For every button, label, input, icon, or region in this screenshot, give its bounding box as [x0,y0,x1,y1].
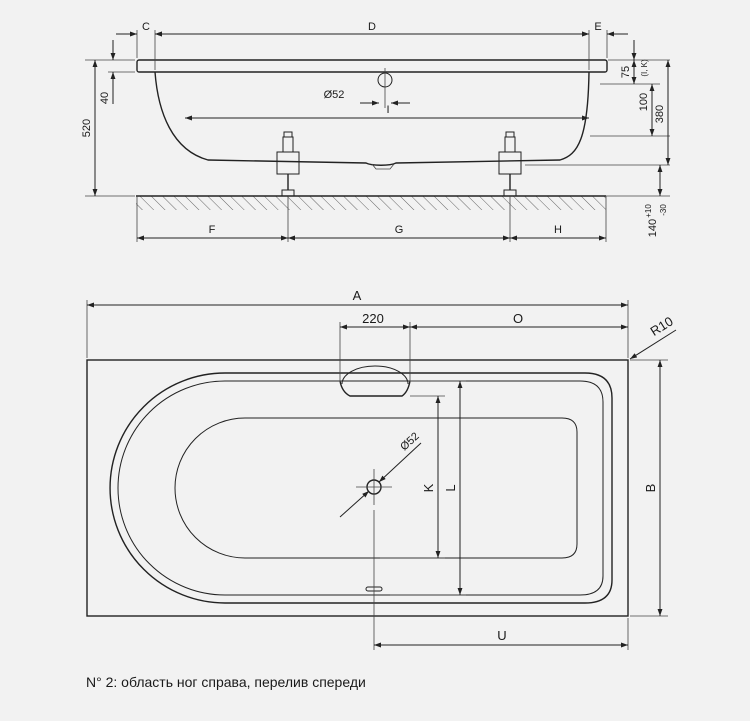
label-100: 100 [638,93,650,111]
label-b: B [643,484,658,493]
overflow-recess [339,380,411,397]
label-tol-plus: +10 [644,204,653,218]
label-drain-diameter: Ø52 [398,430,421,453]
label-u: U [497,628,506,643]
tub-top-outline [86,359,629,617]
basin-bottom [174,417,578,559]
label-100-note: (I, K) [640,59,649,77]
label-tol-minus: -30 [659,204,668,216]
label-i: I [386,104,389,116]
label-r10: R10 [648,314,676,339]
tub-body-outline [154,71,590,166]
label-c: C [142,21,150,33]
label-40: 40 [99,92,111,104]
label-g: G [395,224,404,236]
label-75: 75 [620,66,632,78]
drawing-caption: N° 2: область ног справа, перелив сперед… [86,674,366,690]
label-140: 140 [647,219,659,237]
tub-foot-left [276,131,300,197]
label-h: H [554,224,562,236]
dim-r10 [629,329,677,360]
label-f: F [209,224,216,236]
tub-rim [136,59,608,73]
label-d: D [368,21,376,33]
label-k: K [421,483,436,492]
floor-hatch [136,196,606,210]
label-220: 220 [362,311,384,326]
label-a: A [353,288,362,303]
basin-outer-edge [109,372,613,604]
label-520: 520 [81,119,93,137]
label-overflow-diameter: Ø52 [324,89,345,101]
side-view: C D E Ø52 I 520 40 75 [81,21,671,242]
label-l: L [443,484,458,491]
label-e: E [594,21,601,33]
basin-inner-edge [117,380,604,596]
top-view: Ø52 A 220 O R10 K L B [86,288,677,650]
tub-foot-right [498,131,522,197]
tub-drain-outlet [371,163,395,170]
label-o: O [513,311,523,326]
label-380: 380 [654,105,666,123]
